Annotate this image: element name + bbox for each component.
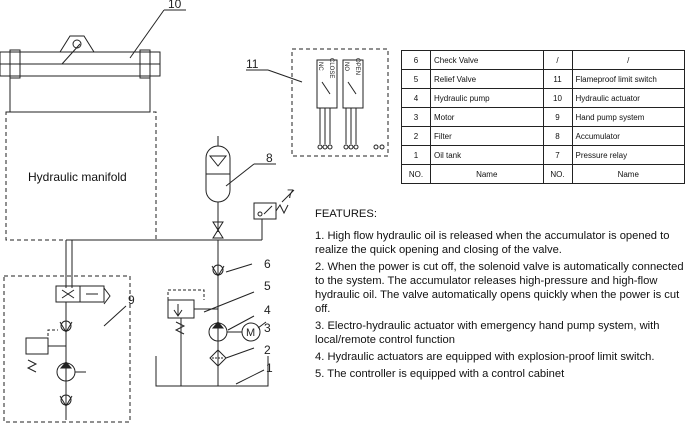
switch-label-open: OPEN xyxy=(354,58,360,75)
callout-leader-3 xyxy=(257,321,267,329)
table-cell: 8 xyxy=(542,126,573,146)
table-header-cell: NO. xyxy=(401,164,431,184)
callout-leader-1 xyxy=(235,369,265,385)
callout-leader-2 xyxy=(225,347,255,359)
table-header-cell: Name xyxy=(430,164,544,184)
table-row: 1 Oil tank 7 Pressure relay xyxy=(401,145,685,165)
table-cell: 9 xyxy=(542,107,573,127)
callout-leader-9 xyxy=(103,305,127,327)
table-cell: Oil tank xyxy=(430,145,544,165)
motor xyxy=(227,322,261,342)
callout-9: 9 xyxy=(128,293,135,307)
table-row: 2 Filter 8 Accumulator xyxy=(401,126,685,146)
callout-7: 7 xyxy=(287,187,294,201)
oil-tank xyxy=(155,356,269,387)
callout-6: 6 xyxy=(264,257,271,271)
callout-4: 4 xyxy=(264,303,271,317)
motor-symbol: M xyxy=(246,327,255,339)
table-cell: Accumulator xyxy=(571,126,685,146)
table-row: 6 Check Valve / / xyxy=(401,50,685,70)
pressure-relay xyxy=(253,202,289,240)
callout-3: 3 xyxy=(264,321,271,335)
switch-label-no: NO xyxy=(343,62,349,71)
table-cell: / xyxy=(542,50,573,70)
table-header-row: NO. Name NO. Name xyxy=(401,164,685,184)
feature-item: 4. Hydraulic actuators are equipped with… xyxy=(315,351,655,363)
table-header-cell: NO. xyxy=(542,164,573,184)
limit-switch-box xyxy=(291,48,389,157)
feature-item: 1. High flow hydraulic oil is released w… xyxy=(315,230,670,256)
callout-10: 10 xyxy=(168,0,182,11)
callout-1: 1 xyxy=(266,361,273,375)
callout-leader-6 xyxy=(225,263,253,273)
parts-table: 6 Check Valve / / 5 Relief Valve 11 Flam… xyxy=(401,50,685,184)
callout-11: 11 xyxy=(246,57,259,71)
switch-label-nc: NC xyxy=(317,62,323,71)
features-title: FEATURES: xyxy=(315,208,377,220)
manifold-label: Hydraulic manifold xyxy=(28,170,127,184)
table-cell: 2 xyxy=(401,126,431,146)
feature-item: 2. When the power is cut off, the soleno… xyxy=(315,261,684,315)
table-cell: Hydraulic pump xyxy=(430,88,544,108)
table-cell: Check Valve xyxy=(430,50,544,70)
features-section: FEATURES: 1. High flow hydraulic oil is … xyxy=(315,207,695,384)
table-cell: 6 xyxy=(401,50,431,70)
table-cell: 4 xyxy=(401,88,431,108)
callout-leader-8 xyxy=(225,163,255,187)
table-cell: 5 xyxy=(401,69,431,89)
hydraulic-actuator xyxy=(0,35,161,113)
check-valve xyxy=(211,264,225,277)
table-cell: Filter xyxy=(430,126,544,146)
table-cell: / xyxy=(571,50,685,70)
table-cell: 1 xyxy=(401,145,431,165)
table-cell: Flameproof limit switch xyxy=(571,69,685,89)
callout-leader-5 xyxy=(203,291,255,313)
callout-2: 2 xyxy=(264,343,271,357)
accumulator xyxy=(205,136,231,239)
feature-item: 5. The controller is equipped with a con… xyxy=(315,368,565,380)
table-cell: Motor xyxy=(430,107,544,127)
table-cell: Relief Valve xyxy=(430,69,544,89)
table-cell: Hydraulic actuator xyxy=(571,88,685,108)
callout-5: 5 xyxy=(264,279,271,293)
table-cell: 7 xyxy=(542,145,573,165)
table-cell: 3 xyxy=(401,107,431,127)
table-cell: 10 xyxy=(542,88,573,108)
table-row: 4 Hydraulic pump 10 Hydraulic actuator xyxy=(401,88,685,108)
table-cell: 11 xyxy=(542,69,573,89)
callout-leader-7 xyxy=(281,189,295,203)
callout-8: 8 xyxy=(266,151,273,165)
callout-leader-4 xyxy=(227,315,255,331)
filter xyxy=(209,349,227,367)
hand-pump-system xyxy=(3,275,131,423)
table-header-cell: Name xyxy=(571,164,685,184)
table-cell: Pressure relay xyxy=(571,145,685,165)
table-row: 5 Relief Valve 11 Flameproof limit switc… xyxy=(401,69,685,89)
table-cell: Hand pump system xyxy=(571,107,685,127)
feature-item: 3. Electro-hydraulic actuator with emerg… xyxy=(315,320,660,346)
callout-leader-10 xyxy=(129,9,165,59)
table-row: 3 Motor 9 Hand pump system xyxy=(401,107,685,127)
switch-label-close: CLOSE xyxy=(328,58,334,78)
relief-valve xyxy=(167,289,218,386)
